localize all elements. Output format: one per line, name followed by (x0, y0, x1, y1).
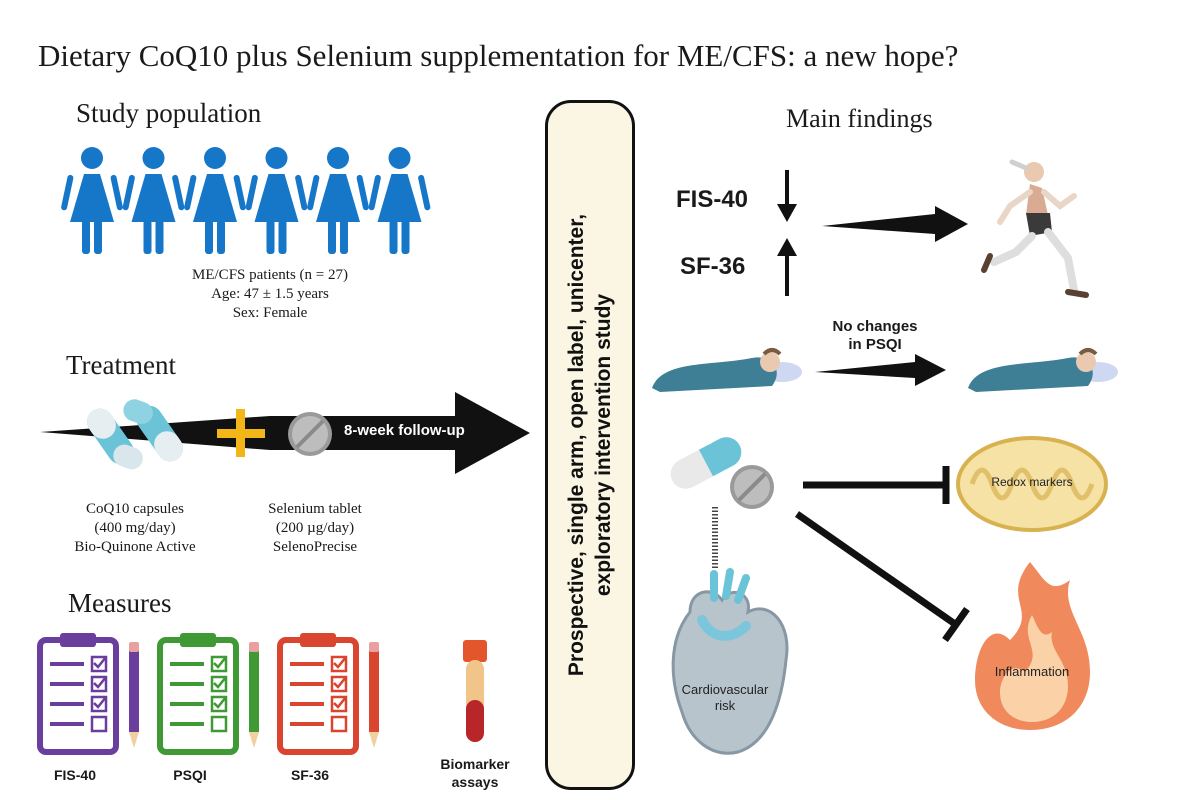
measures-heading: Measures (68, 588, 172, 618)
inflammation-label: Inflammation (994, 664, 1070, 679)
redox-markers-label: Redox markers (991, 475, 1073, 489)
patient-figure-icon (184, 147, 246, 254)
coq10-dose: (400 mg/day) (94, 520, 176, 536)
clipboard-icon (277, 633, 359, 755)
selenium-info: Selenium tablet (200 µg/day) SelenoPreci… (225, 500, 405, 557)
clipboard-icon (37, 633, 119, 755)
biomarker-line1: Biomarker (440, 756, 510, 772)
biomarker-line2: assays (451, 774, 499, 790)
population-info: ME/CFS patients (n = 27) Age: 47 ± 1.5 y… (120, 266, 420, 323)
patients-age: Age: 47 ± 1.5 years (211, 286, 329, 302)
cardiovascular-label: Cardiovascular risk (660, 682, 790, 714)
patient-figure-icon (307, 147, 369, 254)
treatment-heading: Treatment (66, 350, 176, 380)
main-findings-heading: Main findings (786, 104, 933, 133)
patient-figure-icon (368, 147, 431, 254)
clipboard-icon (157, 633, 239, 755)
measure-label-sf36: SF-36 (290, 767, 330, 783)
psqi-note-line1: No changes (832, 318, 918, 335)
improvement-arrow (822, 206, 968, 242)
cardio-line1: Cardiovascular (681, 682, 769, 697)
selenium-dose: (200 µg/day) (275, 520, 355, 536)
follow-up-label: 8-week follow-up (344, 422, 465, 439)
psqi-note: No changes in PSQI (800, 318, 950, 354)
sleeping-person-icon (652, 348, 802, 392)
patients-sex: Sex: Female (232, 305, 308, 321)
patient-figure-icon (61, 147, 123, 254)
study-population-heading: Study population (76, 98, 262, 128)
measure-label-fis40: FIS-40 (53, 767, 96, 783)
study-design-box: Prospective, single arm, open label, uni… (545, 100, 635, 790)
cardio-line2: risk (714, 698, 736, 713)
patients-count: ME/CFS patients (n = 27) (192, 267, 348, 283)
coq10-brand: Bio-Quinone Active (74, 539, 196, 555)
inflammation-inhibit-line (795, 511, 957, 627)
sf36-label: SF-36 (680, 253, 746, 280)
psqi-arrow (815, 354, 946, 386)
pencil-icon (369, 642, 379, 748)
psqi-note-line2: in PSQI (848, 336, 902, 353)
patient-figure-icon (122, 147, 185, 254)
pencil-icon (129, 642, 139, 748)
sleeping-person-icon (968, 348, 1118, 392)
biomarker-label: Biomarker assays (420, 755, 530, 791)
diagram-title: Dietary CoQ10 plus Selenium supplementat… (38, 38, 959, 73)
measure-label-psqi: PSQI (173, 767, 207, 783)
selenium-brand: SelenoPrecise (272, 539, 358, 555)
pencil-icon (249, 642, 259, 748)
selenium-name: Selenium tablet (268, 501, 362, 517)
fis40-label: FIS-40 (676, 186, 749, 213)
patient-figure-icon (245, 147, 308, 254)
coq10-name: CoQ10 capsules (86, 501, 184, 517)
coq10-info: CoQ10 capsules (400 mg/day) Bio-Quinone … (40, 500, 230, 557)
